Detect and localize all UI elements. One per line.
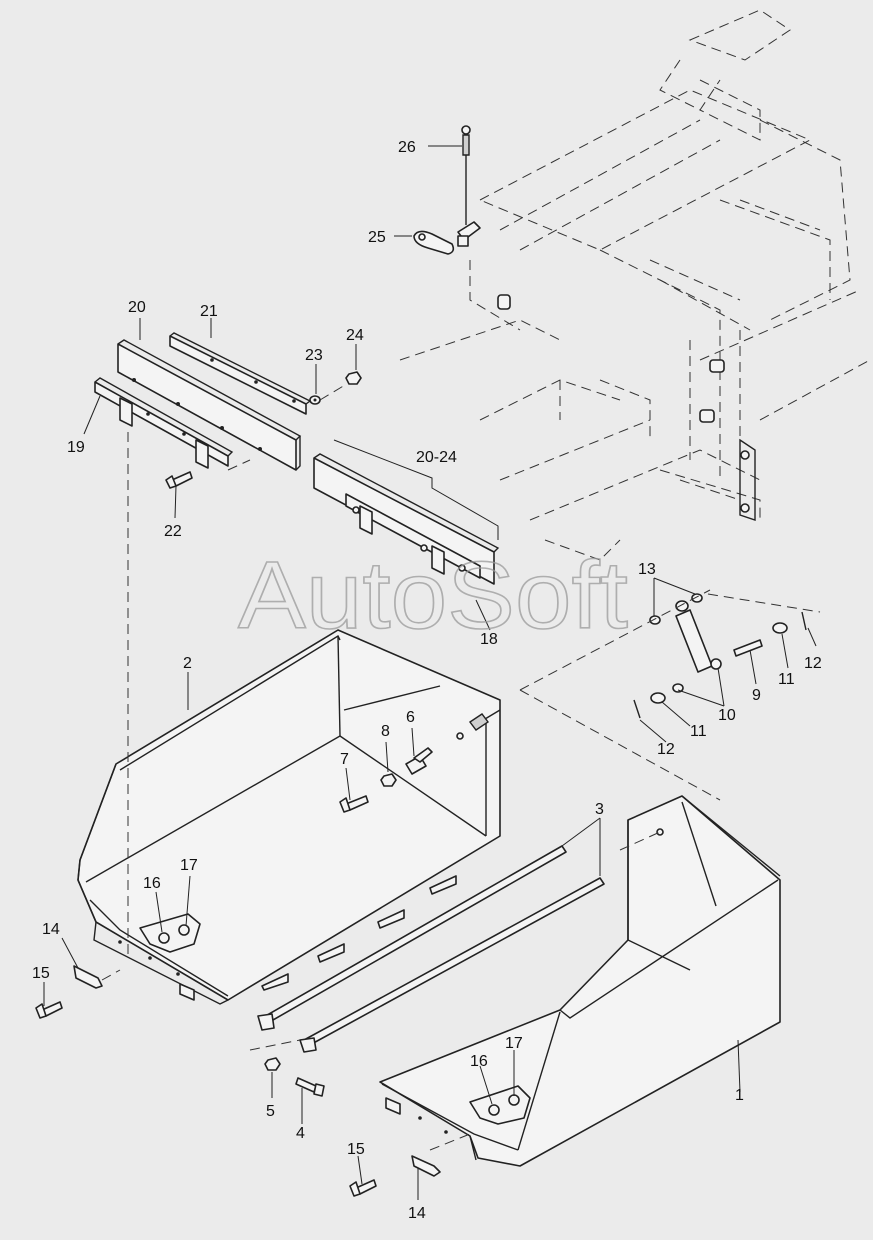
callout-4: 4 <box>296 1125 305 1142</box>
callout-8: 8 <box>381 723 390 740</box>
part-21-strip <box>169 332 312 415</box>
callout-20-24: 20-24 <box>416 449 457 466</box>
callout-16-left: 16 <box>143 875 161 892</box>
part-12-cotter-pins <box>633 611 807 719</box>
callout-13: 13 <box>638 561 656 578</box>
callout-19: 19 <box>67 439 85 456</box>
part-11-washers <box>650 622 788 704</box>
callout-labels: 26 25 20 21 23 24 19 22 20-24 18 2 6 8 7… <box>32 139 822 1222</box>
callout-20: 20 <box>128 299 146 316</box>
callout-1: 1 <box>735 1087 744 1104</box>
part-14-clip-left <box>73 965 103 989</box>
part-15-bolt-lower <box>349 1179 377 1197</box>
part-8-nut <box>380 773 397 787</box>
part-9-pin <box>733 639 763 657</box>
callout-2: 2 <box>183 655 192 672</box>
callout-16-right: 16 <box>470 1053 488 1070</box>
callout-10: 10 <box>718 707 736 724</box>
part-13-washers <box>649 593 703 625</box>
callout-6: 6 <box>406 709 415 726</box>
callout-17-left: 17 <box>180 857 198 874</box>
part-20-24-assembly <box>313 439 500 585</box>
part-10-shock-absorber <box>675 600 722 673</box>
callout-23: 23 <box>305 347 323 364</box>
part-15-bolt-left <box>35 1001 63 1019</box>
callout-17-right: 17 <box>505 1035 523 1052</box>
callout-11-left: 11 <box>690 723 707 740</box>
callout-9: 9 <box>752 687 761 704</box>
part-1-box <box>379 795 781 1167</box>
callout-11-right: 11 <box>778 671 795 688</box>
callout-26: 26 <box>398 139 416 156</box>
part-23-washer <box>309 395 321 405</box>
callout-14-right: 14 <box>408 1205 426 1222</box>
part-19-bracket-strip <box>94 377 234 469</box>
part-25-lever <box>413 221 481 255</box>
part-20-plate <box>117 339 302 471</box>
assembly-guide-lines <box>101 384 821 1151</box>
callout-14-left: 14 <box>42 921 60 938</box>
callout-7: 7 <box>340 751 349 768</box>
part-3-rods <box>257 845 605 1053</box>
callout-22: 22 <box>164 523 182 540</box>
callout-24: 24 <box>346 327 364 344</box>
callout-12-left: 12 <box>657 741 675 758</box>
part-14-clip-lower <box>411 1155 441 1177</box>
part-2-box <box>77 629 501 1005</box>
callout-15-right: 15 <box>347 1141 365 1158</box>
callout-25: 25 <box>368 229 386 246</box>
callout-12-right: 12 <box>804 655 822 672</box>
part-7-bolt <box>339 795 369 813</box>
part-4-bolt <box>295 1077 325 1097</box>
machine-frame-dashed <box>399 9 871 561</box>
watermark-text: AutoSoft <box>238 542 628 649</box>
callout-15-left: 15 <box>32 965 50 982</box>
callout-21: 21 <box>200 303 218 320</box>
callout-18: 18 <box>480 631 498 648</box>
part-6-pin-bracket <box>405 747 433 775</box>
part-22-bolt <box>165 471 193 489</box>
part-26-rod <box>461 125 471 225</box>
callout-3: 3 <box>595 801 604 818</box>
part-5-nut <box>264 1057 281 1071</box>
part-24-nut <box>345 371 362 385</box>
callout-5: 5 <box>266 1103 275 1120</box>
leader-lines <box>43 145 817 1200</box>
